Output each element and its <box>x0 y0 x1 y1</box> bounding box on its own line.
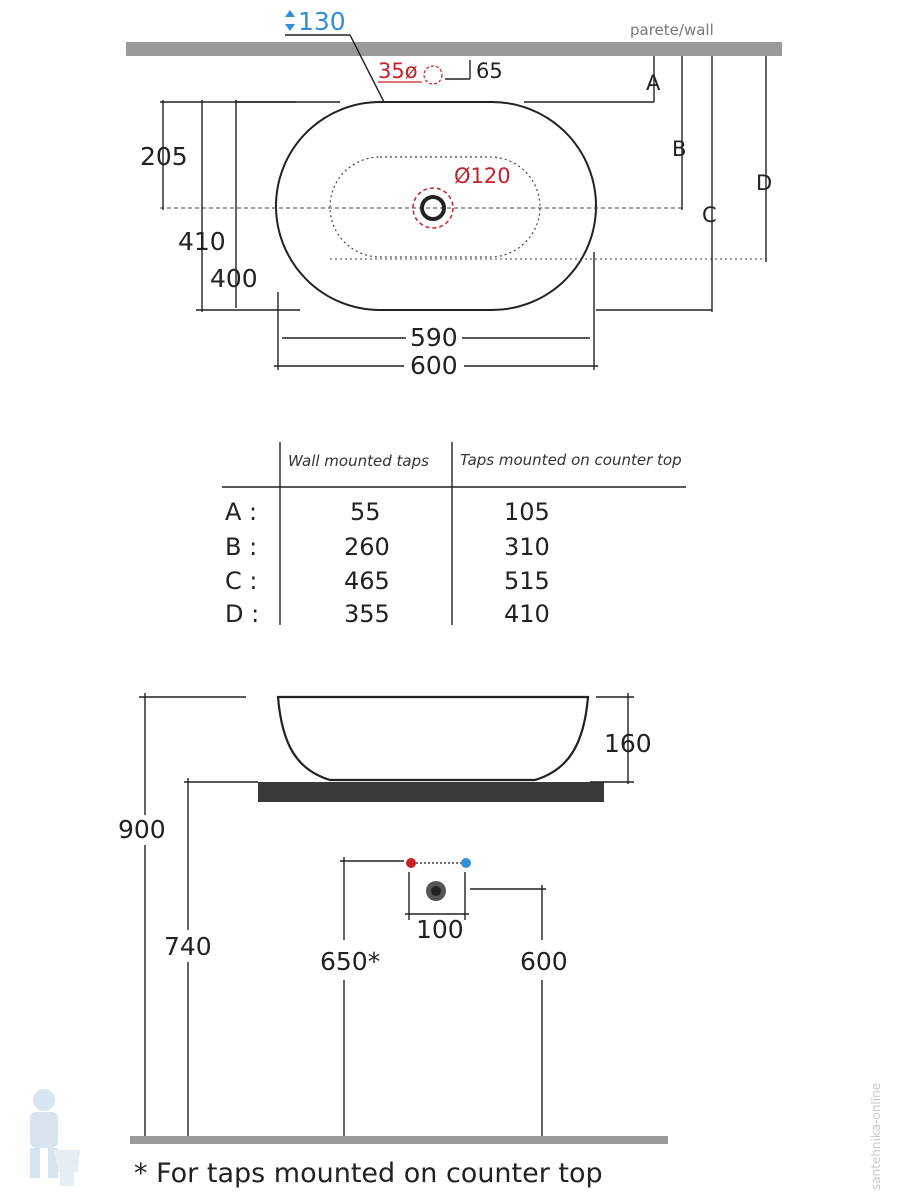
row-label-a: A : <box>225 498 257 526</box>
basin-bowl <box>329 156 541 258</box>
row-label-b: B : <box>225 533 257 561</box>
countertop <box>258 782 604 802</box>
header-wall-taps: Wall mounted taps <box>288 452 429 470</box>
row-c-counter: 515 <box>504 567 550 595</box>
letter-b: B <box>672 137 686 161</box>
footnote: * For taps mounted on counter top <box>134 1158 603 1189</box>
wall-bar <box>126 42 782 56</box>
row-b-counter: 310 <box>504 533 550 561</box>
letter-d: D <box>756 171 772 195</box>
watermark-logo <box>30 1089 80 1186</box>
drain-diameter: Ø120 <box>454 164 511 188</box>
tap-hole-icon <box>423 65 443 85</box>
tap-hole-callout: 35ø 65 <box>378 59 503 85</box>
watermark-text: santehnika-online <box>869 1083 883 1190</box>
row-a-counter: 105 <box>504 498 550 526</box>
row-a-wall: 55 <box>350 498 381 526</box>
basin-outline <box>275 101 597 311</box>
top-offset-callout: 130 <box>285 7 385 103</box>
letter-a: A <box>646 71 661 95</box>
drain-outer-icon <box>412 187 454 229</box>
row-d-counter: 410 <box>504 600 550 628</box>
header-counter-taps: Taps mounted on counter top <box>460 451 682 469</box>
wall-label: parete/wall <box>630 21 714 39</box>
dim-740: 740 <box>164 932 212 961</box>
dim-205: 205 <box>140 142 188 171</box>
row-c-wall: 465 <box>344 567 390 595</box>
dim-160: 160 <box>604 729 652 758</box>
dim-410: 410 <box>178 227 226 256</box>
up-arrow-icon <box>285 10 295 17</box>
row-label-d: D : <box>225 600 259 628</box>
hot-tap-icon <box>406 858 416 868</box>
tap-hole-offset: 65 <box>476 59 503 83</box>
plan-view: parete/wall 130 35ø 65 Ø120 <box>126 7 782 380</box>
dimension-table: Wall mounted taps Taps mounted on counte… <box>222 442 686 628</box>
dim-900: 900 <box>118 815 166 844</box>
row-b-wall: 260 <box>344 533 390 561</box>
dim-400: 400 <box>210 264 258 293</box>
row-d-wall: 355 <box>344 600 390 628</box>
letter-c: C <box>702 203 717 227</box>
dim-590: 590 <box>410 323 458 352</box>
cold-tap-icon <box>461 858 471 868</box>
dim-650: 650* <box>320 947 380 976</box>
top-offset-value: 130 <box>298 7 346 36</box>
basin-profile <box>276 695 590 782</box>
floor <box>130 1136 668 1144</box>
down-arrow-icon <box>285 24 295 31</box>
row-label-c: C : <box>225 567 257 595</box>
dim-100: 100 <box>416 915 464 944</box>
drain-icon <box>420 195 446 221</box>
dim-600: 600 <box>410 351 458 380</box>
dim-600-elevation: 600 <box>520 947 568 976</box>
elevation-view: 160 900 740 650* 600 100 <box>118 693 668 1144</box>
tap-hole-diameter: 35ø <box>378 59 418 83</box>
